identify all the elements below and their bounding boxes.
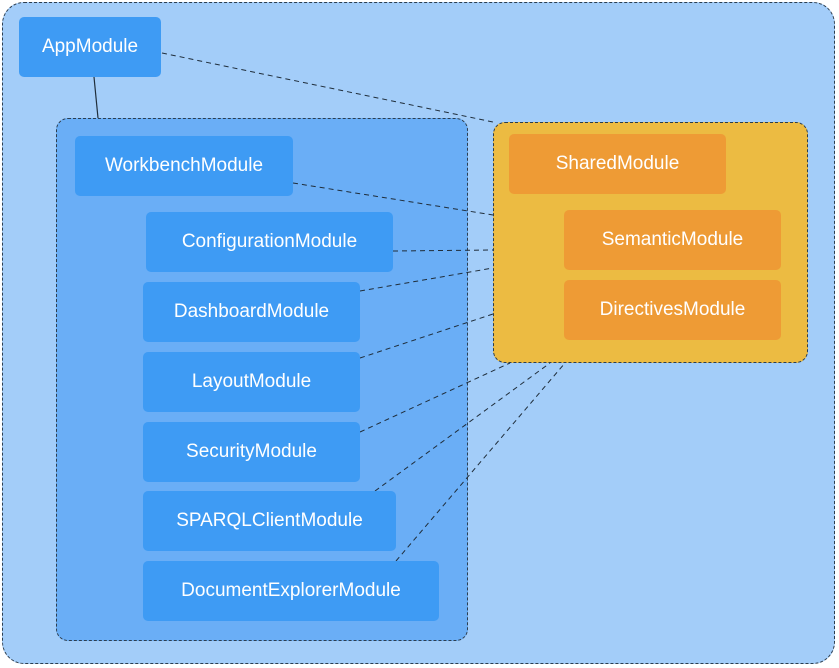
configuration-module-node: ConfigurationModule [146, 212, 393, 272]
layout-module-node: LayoutModule [143, 352, 360, 412]
shared-module-node: SharedModule [509, 134, 726, 194]
app-module-node: AppModule [19, 17, 161, 77]
semantic-module-node: SemanticModule [564, 210, 781, 270]
dashboard-module-node: DashboardModule [143, 282, 360, 342]
directives-module-node: DirectivesModule [564, 280, 781, 340]
documentexplorer-module-node: DocumentExplorerModule [143, 561, 439, 621]
workbench-module-node: WorkbenchModule [75, 136, 293, 196]
sparqlclient-module-node: SPARQLClientModule [143, 491, 396, 551]
security-module-node: SecurityModule [143, 422, 360, 482]
